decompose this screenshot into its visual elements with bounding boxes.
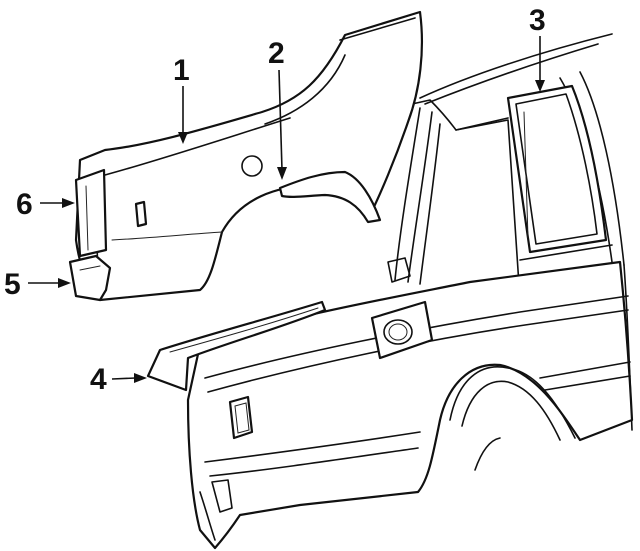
rocker-extension — [146, 300, 327, 392]
callout-4: 4 — [90, 363, 107, 396]
inner-quarter-panel — [74, 10, 424, 302]
callout-2: 2 — [268, 37, 285, 70]
callout-3: 3 — [529, 4, 546, 37]
leader-line-3 — [535, 36, 545, 92]
quarter-window — [506, 84, 608, 254]
wheelhouse-outer — [278, 170, 382, 224]
leader-line-1 — [178, 86, 188, 144]
leader-line-6 — [40, 198, 75, 208]
quarter-panel — [186, 260, 634, 550]
side-marker-lamp — [228, 395, 254, 440]
fuel-door — [370, 300, 434, 360]
panel-extension — [74, 168, 108, 258]
callout-6: 6 — [16, 188, 33, 221]
callout-5: 5 — [4, 268, 21, 301]
leader-line-5 — [28, 278, 71, 288]
lower-bracket — [68, 254, 112, 302]
leader-line-2 — [277, 69, 287, 180]
callout-1: 1 — [173, 54, 190, 87]
leader-line-4 — [111, 373, 147, 383]
